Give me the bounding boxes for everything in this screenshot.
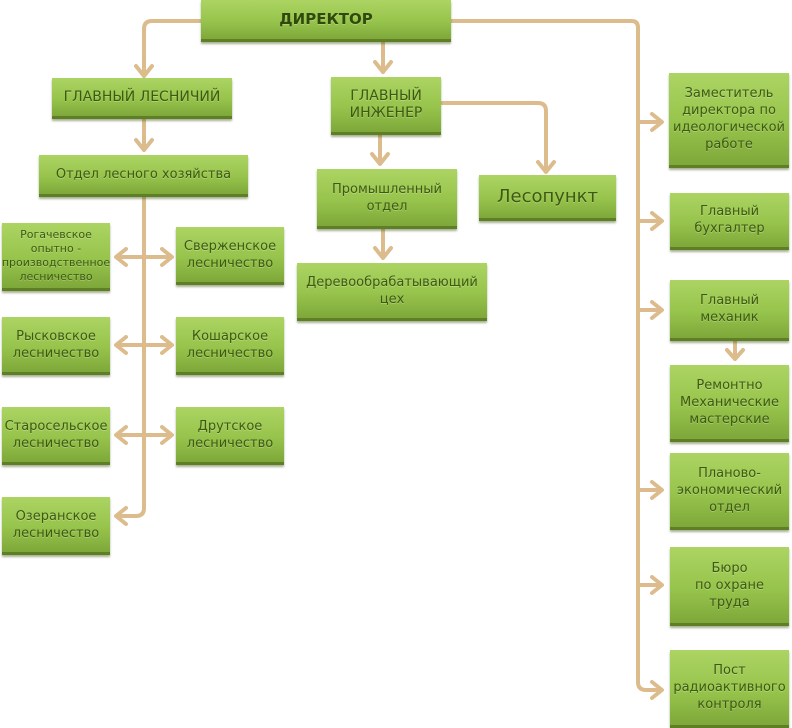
node-chief-forester: ГЛАВНЫЙ ЛЕСНИЧИЙ [52,78,232,119]
node-safety-bureau: Бюро по охране труда [670,547,789,626]
node-staroselsk: Старосельское лесничество [2,407,110,465]
node-radiation-post: Пост радиоактивного контроля [670,650,789,728]
arrow-head-icon [370,152,390,166]
arrow-head-icon [725,348,745,361]
node-deputy-ideology: Заместитель директора по идеологической … [669,73,789,168]
node-ryskov: Рысковское лесничество [2,317,110,375]
connector-forestry-trunk [116,195,146,518]
arrow-head-icon [650,480,664,500]
arrow-head-icon [650,300,664,320]
arrow-head-icon [373,60,393,74]
node-repair-workshops: Ремонтно Механические мастерские [670,365,789,442]
arrow-head-icon [160,335,174,355]
node-chief-accountant: Главный бухгалтер [670,193,789,250]
node-woodworking: Деревообрабатывающий цех [297,263,487,321]
node-chief-mechanic: Главный механик [670,280,789,341]
node-forestry-dept: Отдел лесного хозяйства [39,155,248,197]
node-director: ДИРЕКТОР [201,0,451,42]
arrow-head-icon [134,64,154,78]
connector-engineer-lesopunkt [440,101,548,172]
node-koshar: Кошарское лесничество [176,317,284,375]
arrow-head-icon [160,425,174,445]
node-industrial-dept: Промышленный отдел [317,169,457,229]
node-sverzhen: Сверженское лесничество [176,227,284,285]
arrow-head-icon [114,425,128,445]
arrow-head-icon [650,112,664,132]
node-drut: Друтское лесничество [176,407,284,465]
node-lesopunkt: Лесопункт [479,175,616,221]
arrow-head-icon [114,247,128,267]
node-chief-engineer: ГЛАВНЫЙ ИНЖЕНЕР [331,77,441,135]
node-ozeran: Озеранское лесничество [2,497,110,555]
arrow-head-icon [114,335,128,355]
arrow-head-icon [134,138,154,152]
connector-director-chief-forester [142,19,202,78]
arrow-head-icon [373,246,393,260]
connector-director-right-bus [448,19,648,692]
arrow-head-icon [536,160,556,174]
arrow-head-icon [650,575,664,595]
node-rogachev: Рогачевское опытно - производственное ле… [2,223,110,291]
arrow-head-icon [650,680,664,700]
arrow-head-icon [160,247,174,267]
arrow-head-icon [114,506,128,526]
node-planning-dept: Планово- экономический отдел [670,453,789,530]
arrow-head-icon [650,211,664,231]
